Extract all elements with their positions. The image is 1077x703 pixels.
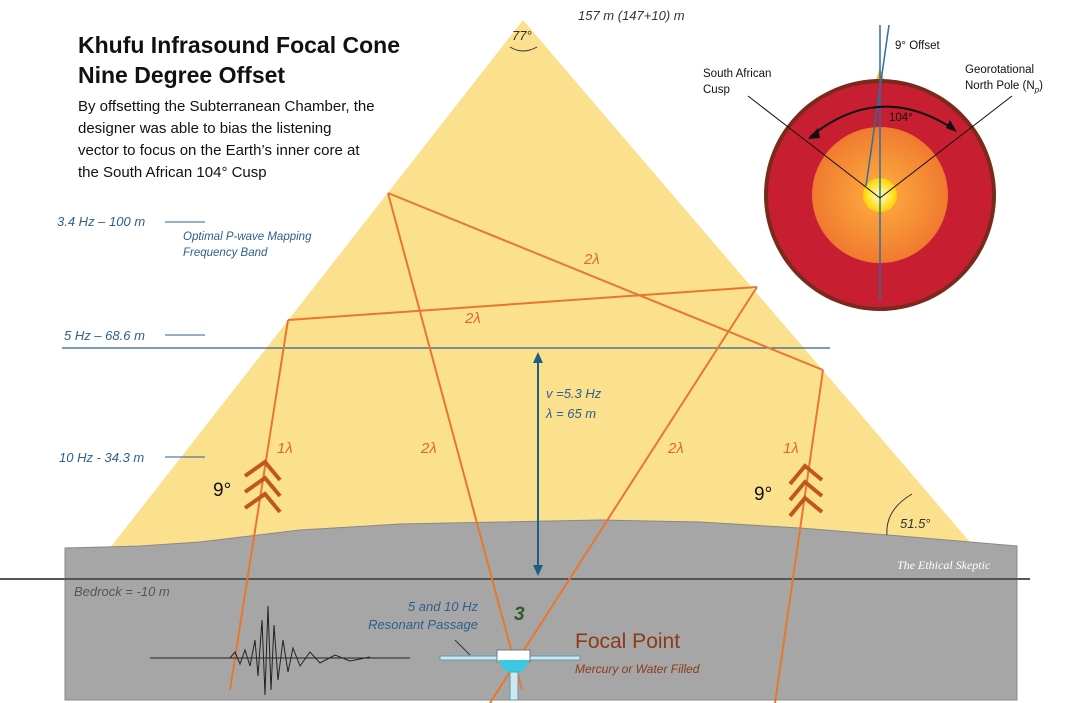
band-note: Optimal P-wave Mapping Frequency Band [183, 229, 311, 261]
earth-cross-section [747, 24, 1013, 311]
pole-text: North Pole (N [965, 80, 1035, 92]
wavelength-label: 1λ [277, 440, 293, 457]
apex-height-label: 157 m (147+10) m [578, 8, 685, 23]
wave-frequency: v =5.3 Hz [546, 386, 602, 401]
pole-close: ) [1039, 80, 1043, 92]
wavelength-label: 1λ [783, 440, 799, 457]
ground [64, 519, 1018, 701]
wavelength-label: 2λ [584, 251, 600, 268]
wave-info: v =5.3 Hz λ = 65 m [546, 384, 601, 424]
title-line-2: Nine Degree Offset [78, 62, 286, 88]
focal-point-title: Focal Point [575, 630, 681, 653]
title: Khufu Infrasound Focal Cone Nine Degree … [78, 30, 400, 90]
pole-label-line: Georotational [965, 64, 1035, 76]
marker-number: 3 [514, 604, 525, 625]
passage-line: 5 and 10 Hz [407, 599, 478, 614]
level-label-34m: 10 Hz - 34.3 m [59, 450, 145, 465]
level-label-68m: 5 Hz – 68.6 m [64, 328, 145, 343]
band-note-line: Frequency Band [183, 247, 268, 259]
pyramid [110, 20, 975, 548]
description-line: the South African 104° Cusp [78, 164, 267, 181]
chevron-icon [243, 459, 824, 518]
focal-point-subtitle: Mercury or Water Filled [575, 662, 700, 676]
cusp-label-line: South African [703, 68, 772, 80]
passage-line: Resonant Passage [368, 617, 478, 632]
description: By offsetting the Subterranean Chamber, … [78, 96, 375, 184]
pole-label-line: North Pole (Np) [965, 78, 1043, 98]
pole-subscript: p [1034, 85, 1040, 95]
level-label-100m: 3.4 Hz – 100 m [57, 214, 146, 229]
passage-label: 5 and 10 Hz Resonant Passage [350, 598, 478, 634]
bedrock-label: Bedrock = -10 m [74, 584, 170, 599]
earth-angle-label: 104° [889, 112, 913, 124]
wave-length: λ = 65 m [546, 406, 597, 421]
wavelength-label: 2λ [421, 440, 437, 457]
base-angle-label: 51.5° [900, 516, 931, 531]
cusp-label-line: Cusp [703, 84, 730, 96]
description-line: vector to focus on the Earth’s inner cor… [78, 142, 360, 159]
pole-label: Georotational North Pole (Np) [965, 62, 1043, 98]
wavelength-label: 2λ [465, 310, 481, 327]
seismogram [150, 605, 410, 696]
apex-angle-label: 77° [512, 28, 532, 43]
focal-chamber [439, 639, 581, 701]
wavelength-label: 2λ [668, 440, 684, 457]
offset-label-right: 9° [754, 484, 773, 505]
description-line: By offsetting the Subterranean Chamber, … [78, 98, 375, 115]
apex-angle-arc [509, 46, 538, 52]
rays [229, 192, 824, 703]
title-line-1: Khufu Infrasound Focal Cone [78, 32, 400, 58]
band-note-line: Optimal P-wave Mapping [183, 231, 312, 243]
description-line: designer was able to bias the listening [78, 120, 332, 137]
earth-offset-label: 9° Offset [895, 40, 940, 52]
watermark: The Ethical Skeptic [897, 558, 991, 572]
cusp-label: South African Cusp [703, 66, 771, 98]
offset-label-left: 9° [213, 480, 232, 501]
base-angle-arc [886, 493, 913, 536]
